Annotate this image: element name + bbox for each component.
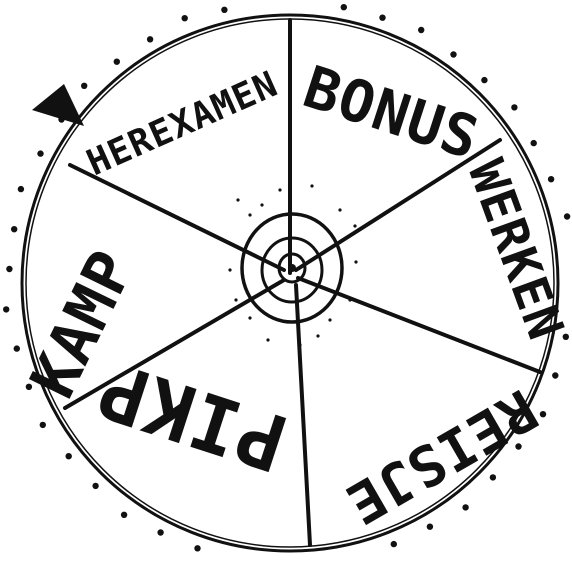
hub-dot [278, 188, 281, 191]
rim-dot [490, 474, 496, 480]
rim-dot [341, 4, 347, 10]
segment-label-bonus: BONUS [296, 53, 488, 173]
rim-dot [511, 104, 517, 110]
rim-dot [427, 524, 433, 530]
hub-dot [234, 298, 237, 301]
rim-dot [552, 372, 558, 378]
rim-dot [481, 77, 487, 83]
hub-dot [248, 316, 251, 319]
rim-dot [40, 422, 46, 428]
hub-center-dot [288, 264, 296, 272]
rim-dot [182, 15, 188, 21]
rim-dot [391, 541, 397, 547]
rim-dot [194, 545, 200, 551]
rim-dot [450, 51, 456, 57]
rim-dot [563, 334, 569, 340]
rim-dot [548, 176, 554, 182]
hub-dot [266, 338, 269, 341]
rim-dot [81, 83, 87, 89]
hub-dot [316, 334, 319, 337]
rim-dot [147, 36, 153, 42]
rim-dot [418, 27, 424, 33]
rim-dot [564, 213, 570, 219]
rim-dot [37, 150, 43, 156]
segment-label-reisje: REISJE [335, 376, 548, 536]
rim-dot [18, 186, 24, 192]
rim-dot [14, 345, 20, 351]
hub-dot [260, 203, 263, 206]
rim-dot [462, 504, 468, 510]
rim-dot [540, 411, 546, 417]
hub-dot [310, 184, 313, 187]
hub-dot [353, 224, 356, 227]
spoke [296, 285, 310, 545]
hub-dot [248, 213, 251, 216]
hub-dot [354, 260, 357, 263]
hub-dot [328, 318, 331, 321]
rim-dot [221, 7, 227, 13]
rim-dot [114, 59, 120, 65]
hub-dot [348, 298, 351, 301]
rim-dot [11, 226, 17, 232]
pointer-arrow-icon [32, 84, 84, 126]
hub-dot [338, 208, 341, 211]
segment-label-pikp: PIKP [88, 343, 298, 488]
hub-dot [298, 343, 301, 346]
rim-dot [66, 453, 72, 459]
rim-dot [531, 140, 537, 146]
hub-dot [228, 268, 231, 271]
rim-dot [121, 512, 127, 518]
rim-dot [379, 15, 385, 21]
hub-dot [236, 198, 239, 201]
rim-dot [157, 529, 163, 535]
rim-dot [92, 483, 98, 489]
rim-dot [3, 306, 9, 312]
rim-dot [6, 266, 12, 272]
